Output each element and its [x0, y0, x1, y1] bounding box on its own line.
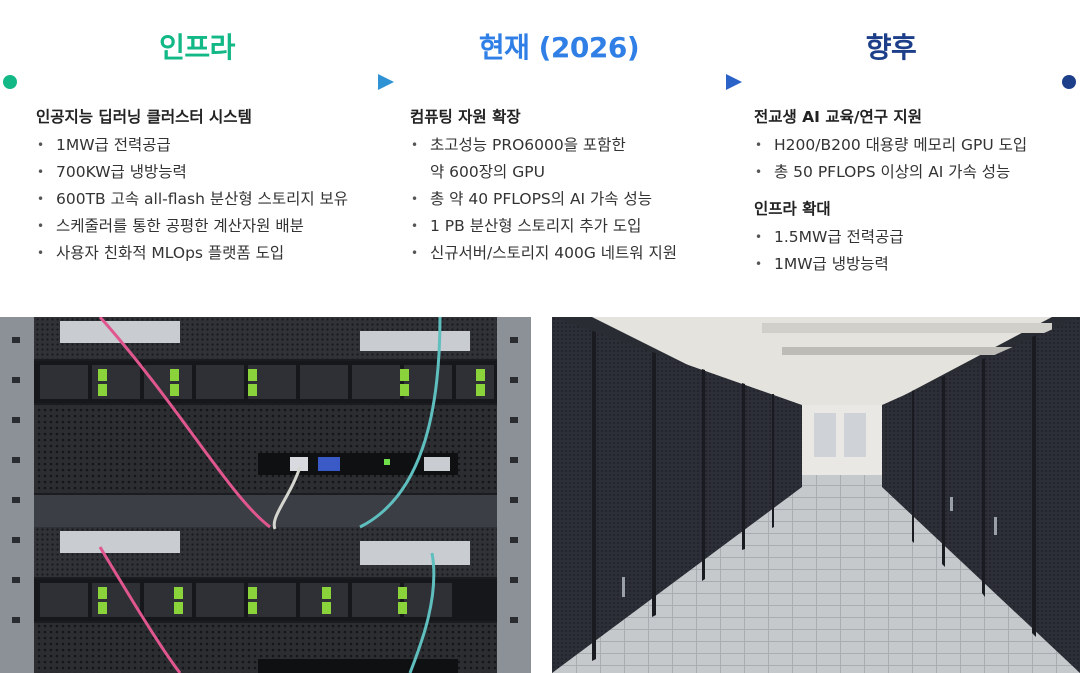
column-title-future: 향후 [865, 31, 917, 64]
list-item: 1MW급 냉방능력 [754, 251, 1074, 278]
column-infra: 인공지능 딥러닝 클러스터 시스템 1MW급 전력공급 700KW급 냉방능력 … [36, 104, 386, 267]
server-rack-photo [0, 317, 531, 673]
timeline [3, 74, 1076, 90]
bullet-list: 1.5MW급 전력공급 1MW급 냉방능력 [754, 224, 1074, 278]
section-heading: 컴퓨팅 자원 확장 [410, 108, 521, 126]
section-heading: 인프라 확대 [754, 200, 831, 218]
column-title-infra: 인프라 [159, 31, 235, 64]
timeline-end-dot [1062, 75, 1076, 89]
list-item: 1MW급 전력공급 [36, 132, 386, 159]
list-item: 1.5MW급 전력공급 [754, 224, 1074, 251]
list-item-continuation: 약 600장의 GPU [430, 163, 545, 181]
column-title-current: 현재 (2026) [478, 31, 640, 64]
list-item: 총 50 PFLOPS 이상의 AI 가속 성능 [754, 159, 1074, 186]
timeline-arrow-2 [726, 74, 742, 90]
timeline-arrow-1 [378, 74, 394, 90]
bullet-list: H200/B200 대용량 메모리 GPU 도입 총 50 PFLOPS 이상의… [754, 132, 1074, 186]
list-item: H200/B200 대용량 메모리 GPU 도입 [754, 132, 1074, 159]
list-item: 초고성능 PRO6000을 포함한 약 600장의 GPU [410, 132, 730, 186]
datacenter-aisle-photo [552, 317, 1080, 673]
bullet-list: 초고성능 PRO6000을 포함한 약 600장의 GPU 총 약 40 PFL… [410, 132, 730, 267]
column-future: 전교생 AI 교육/연구 지원 H200/B200 대용량 메모리 GPU 도입… [754, 104, 1074, 278]
timeline-start-dot [3, 75, 17, 89]
bullet-list: 1MW급 전력공급 700KW급 냉방능력 600TB 고속 all-flash… [36, 132, 386, 267]
list-item-line: 초고성능 PRO6000을 포함한 [430, 136, 626, 154]
list-item: 총 약 40 PFLOPS의 AI 가속 성능 [410, 186, 730, 213]
column-current: 컴퓨팅 자원 확장 초고성능 PRO6000을 포함한 약 600장의 GPU … [410, 104, 730, 267]
section-heading: 전교생 AI 교육/연구 지원 [754, 108, 922, 126]
list-item: 600TB 고속 all-flash 분산형 스토리지 보유 [36, 186, 386, 213]
list-item: 700KW급 냉방능력 [36, 159, 386, 186]
list-item: 1 PB 분산형 스토리지 추가 도입 [410, 213, 730, 240]
section-heading: 인공지능 딥러닝 클러스터 시스템 [36, 108, 252, 126]
list-item: 신규서버/스토리지 400G 네트워 지원 [410, 240, 730, 267]
list-item: 스케줄러를 통한 공평한 계산자원 배분 [36, 213, 386, 240]
list-item: 사용자 친화적 MLOps 플랫폼 도입 [36, 240, 386, 267]
